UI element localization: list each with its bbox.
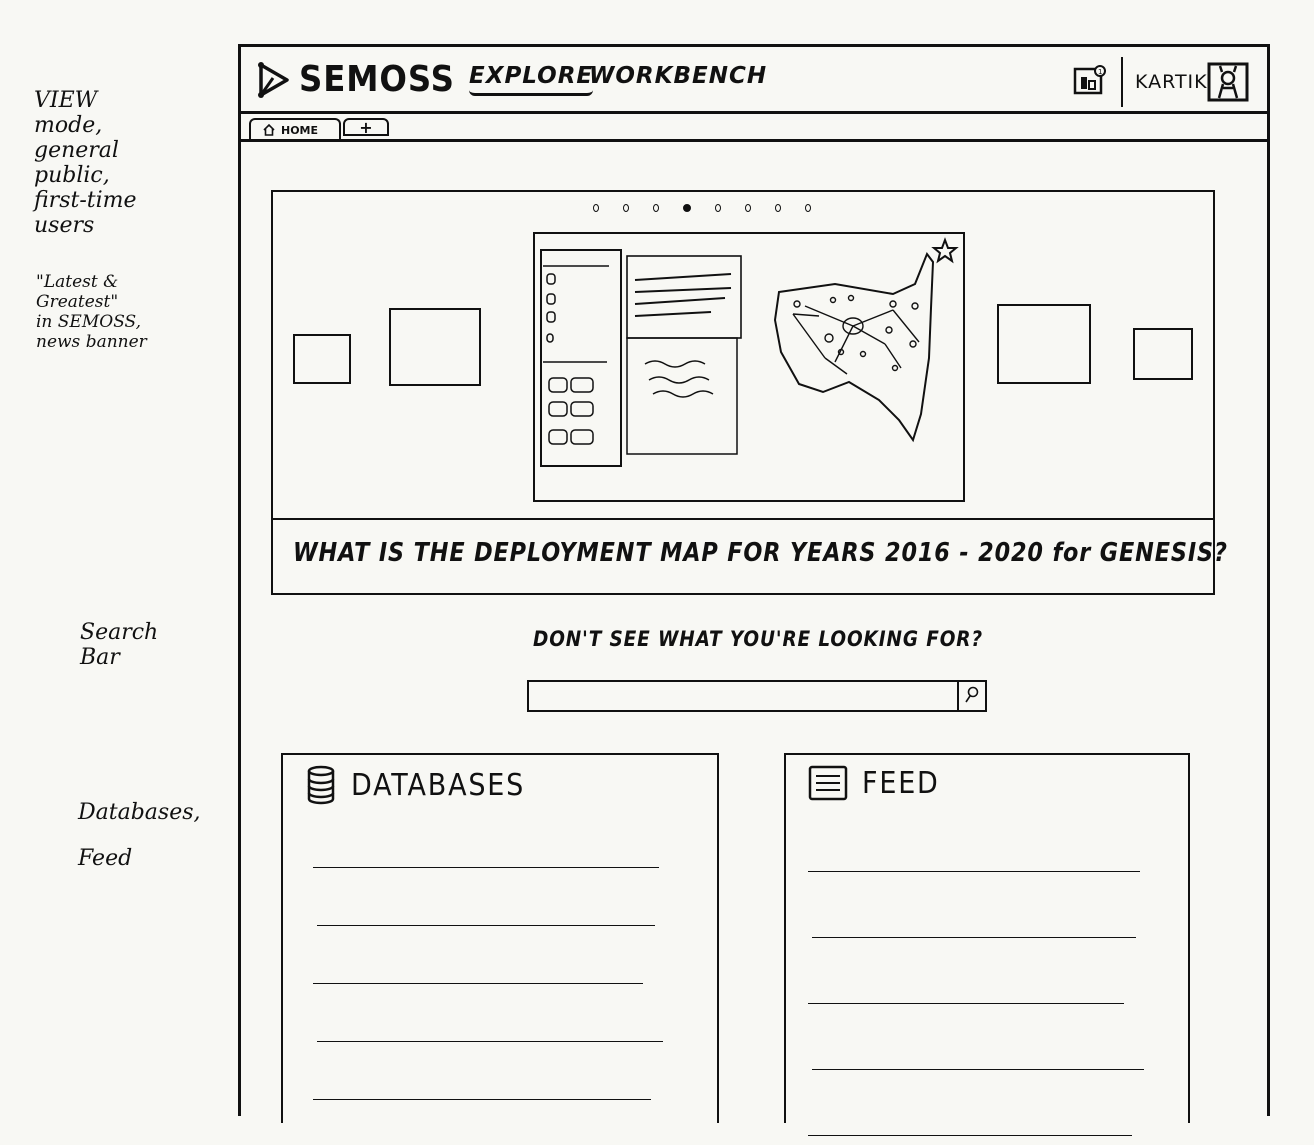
list-item[interactable] — [812, 1069, 1144, 1070]
database-icon — [307, 765, 335, 805]
carousel-thumb-prev-far[interactable] — [293, 334, 351, 384]
list-item[interactable] — [317, 1041, 663, 1042]
avatar-icon[interactable] — [1207, 62, 1249, 102]
carousel-thumb-next-far[interactable] — [1133, 328, 1193, 380]
list-item[interactable] — [313, 1099, 651, 1100]
list-item[interactable] — [808, 1003, 1124, 1004]
annotation-view-mode: VIEW mode, general public, first-time us… — [34, 88, 137, 238]
logo[interactable]: SEMOSS — [257, 59, 472, 100]
nav-workbench[interactable]: WORKBENCH — [589, 63, 768, 89]
carousel-dot[interactable] — [805, 204, 811, 212]
annotation-news-banner: "Latest & Greatest" in SEMOSS, news bann… — [36, 272, 147, 352]
nav-explore[interactable]: EXPLORE — [469, 63, 594, 96]
carousel-dot[interactable] — [653, 204, 659, 212]
header-divider — [1121, 57, 1123, 107]
banner-caption[interactable]: WHAT IS THE DEPLOYMENT MAP FOR YEARS 201… — [293, 538, 1228, 568]
carousel-dot[interactable] — [715, 204, 721, 212]
annotation-search-bar: Search Bar — [80, 620, 159, 670]
carousel-dot[interactable] — [775, 204, 781, 212]
feed-title: FEED — [862, 765, 940, 801]
user-name[interactable]: KARTIK — [1135, 71, 1208, 93]
feed-panel: FEED — [784, 753, 1190, 1136]
search-icon — [965, 686, 979, 703]
carousel-dot[interactable] — [623, 204, 629, 212]
feed-header: FEED — [808, 765, 948, 801]
home-icon — [263, 124, 275, 136]
list-item[interactable] — [313, 867, 659, 868]
tab-bar: HOME + — [241, 114, 1267, 142]
notification-icon[interactable]: 1 — [1073, 65, 1107, 97]
app-window: SEMOSS EXPLORE WORKBENCH 1 KARTIK HOME + — [238, 44, 1270, 1136]
databases-title: DATABASES — [351, 767, 526, 803]
annotation-databases-feed: Databases, Feed — [78, 800, 201, 871]
list-item[interactable] — [808, 1135, 1132, 1136]
search-prompt: DON'T SEE WHAT YOU'RE LOOKING FOR? — [533, 627, 984, 651]
carousel-main-slide[interactable] — [533, 232, 965, 502]
add-tab-button[interactable]: + — [343, 118, 389, 136]
news-banner: WHAT IS THE DEPLOYMENT MAP FOR YEARS 201… — [271, 190, 1227, 595]
semoss-logo-icon — [258, 61, 289, 98]
carousel-dot[interactable] — [745, 204, 751, 212]
search-input[interactable] — [529, 682, 957, 710]
logo-text: SEMOSS — [299, 59, 455, 100]
carousel-indicators — [593, 204, 811, 212]
list-item[interactable] — [313, 983, 643, 984]
list-item[interactable] — [317, 925, 655, 926]
tab-home[interactable]: HOME — [249, 118, 341, 140]
banner-caption-area[interactable]: WHAT IS THE DEPLOYMENT MAP FOR YEARS 201… — [271, 518, 1227, 595]
search-button[interactable] — [957, 682, 985, 710]
carousel-thumb-prev[interactable] — [389, 308, 481, 386]
tab-home-label: HOME — [281, 123, 319, 137]
list-item[interactable] — [808, 871, 1140, 872]
dashboard-preview-image — [540, 237, 959, 467]
databases-panel: DATABASES — [281, 753, 719, 1123]
databases-header: DATABASES — [305, 765, 544, 805]
carousel-dot[interactable] — [683, 204, 691, 212]
top-bar: SEMOSS EXPLORE WORKBENCH 1 KARTIK — [241, 47, 1267, 114]
feed-icon — [808, 765, 848, 801]
svg-text:1: 1 — [1098, 68, 1102, 76]
list-item[interactable] — [812, 937, 1136, 938]
carousel-thumb-next[interactable] — [997, 304, 1091, 384]
carousel-dot[interactable] — [593, 204, 599, 212]
search-bar — [527, 680, 987, 712]
